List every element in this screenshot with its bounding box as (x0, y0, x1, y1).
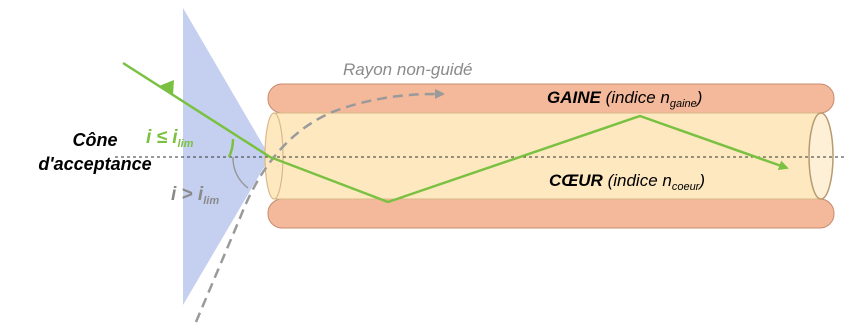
core-name: CŒUR (549, 171, 603, 190)
accepted-angle-label: i ≤ ilim (146, 128, 193, 150)
cladding-index-prefix: (indice n (600, 88, 670, 107)
cladding-bottom (267, 198, 835, 229)
acceptance-cone (183, 8, 270, 305)
acceptance-cone-label-line1: Cône (72, 130, 118, 150)
cladding-index-subscript: gaine (669, 98, 697, 110)
acceptance-cone-label-line2: d'acceptance (38, 154, 152, 174)
guided-ray (122, 61, 789, 204)
core-label: CŒUR (indice ncoeur) (549, 172, 705, 193)
unguided-ray-label: Rayon non-guidé (343, 60, 473, 79)
acceptance-cone-label: Cône d'acceptance (28, 131, 162, 173)
cladding-label: GAINE (indice ngaine) (547, 89, 702, 110)
accepted-angle-arc (227, 138, 235, 158)
accepted-angle-text: i ≤ i (146, 127, 178, 148)
cladding-name: GAINE (547, 88, 601, 107)
core-index-subscript: coeur (671, 181, 700, 193)
guided-ray-incoming-arrowhead (159, 80, 174, 95)
cladding-index-suffix: ) (696, 88, 703, 107)
rejected-angle-subscript: lim (203, 195, 220, 207)
core-index-suffix: ) (699, 171, 706, 190)
rejected-angle-arc (232, 156, 249, 189)
rejected-angle-label: i > ilim (171, 185, 219, 207)
core-exit-face (808, 112, 834, 200)
rejected-angle-text: i > i (171, 184, 204, 205)
fiber-core (273, 112, 822, 200)
core-index-prefix: (indice n (602, 171, 672, 190)
unguided-ray (194, 88, 445, 323)
accepted-angle-subscript: lim (177, 138, 194, 150)
